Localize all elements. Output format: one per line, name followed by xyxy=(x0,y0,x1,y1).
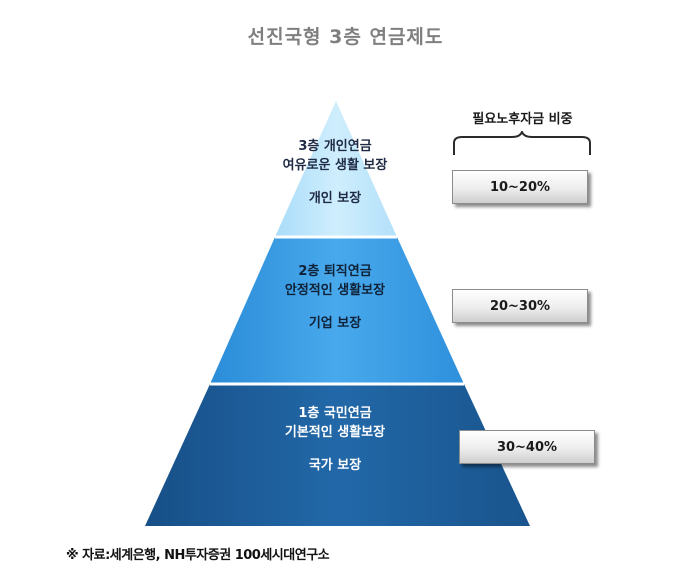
tier-1-provider: 국가 보장 xyxy=(308,458,362,473)
tier-1-label: 1층 국민연금 기본적인 생활보장 국가 보장 xyxy=(240,404,430,475)
pyramid-tier-1-national xyxy=(145,384,530,526)
tier-3-purpose: 여유로운 생활 보장 xyxy=(282,158,388,173)
tier-2-provider: 기업 보장 xyxy=(308,316,362,331)
bracket-icon xyxy=(453,131,591,155)
tier-1-name: 1층 국민연금 xyxy=(298,406,372,421)
ratio-box-tier-3: 10~20% xyxy=(452,170,588,204)
tier-3-label: 3층 개인연금 여유로운 생활 보장 개인 보장 xyxy=(260,137,410,208)
ratio-header: 필요노후자금 비중 xyxy=(472,112,573,127)
page-title: 선진국형 3층 연금제도 xyxy=(247,26,444,48)
tier-1-purpose: 기본적인 생활보장 xyxy=(284,425,386,440)
tier-2-label: 2층 퇴직연금 안정적인 생활보장 기업 보장 xyxy=(240,262,430,333)
source-note: ※ 자료:세계은행, NH투자증권 100세시대연구소 xyxy=(66,548,330,563)
ratio-box-tier-1: 30~40% xyxy=(459,430,595,464)
pyramid-tier-2-retirement xyxy=(210,237,464,384)
pyramid-tier-3-personal xyxy=(275,101,397,237)
tier-2-name: 2층 퇴직연금 xyxy=(298,264,372,279)
tier-3-name: 3층 개인연금 xyxy=(298,139,372,154)
ratio-box-tier-2: 20~30% xyxy=(452,289,588,323)
tier-2-purpose: 안정적인 생활보장 xyxy=(284,283,386,298)
tier-3-provider: 개인 보장 xyxy=(308,191,362,206)
